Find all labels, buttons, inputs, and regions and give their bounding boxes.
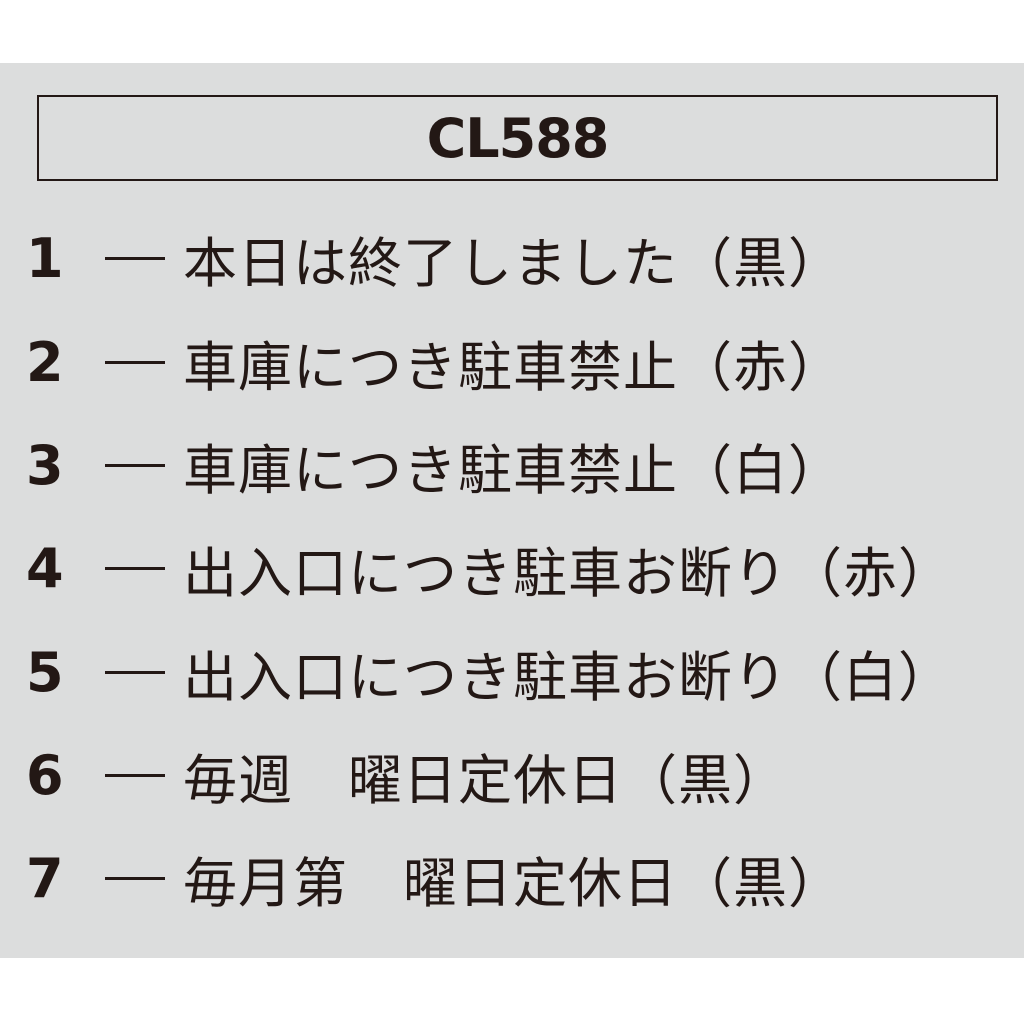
item-number: 3 — [26, 433, 64, 497]
item-text: 毎月第 曜日定休日（黒） — [183, 851, 843, 915]
dash-divider — [105, 257, 165, 260]
dash-divider — [105, 361, 165, 364]
item-number: 7 — [26, 846, 64, 910]
dash-divider — [105, 464, 165, 467]
dash-divider — [105, 671, 165, 674]
item-number: 5 — [26, 640, 64, 704]
content-panel — [0, 63, 1024, 958]
product-code-title: CL588 — [426, 106, 610, 170]
item-text: 本日は終了しました（黒） — [183, 231, 843, 295]
item-text: 車庫につき駐車禁止（白） — [183, 438, 843, 502]
item-text: 出入口につき駐車お断り（白） — [183, 645, 953, 709]
item-text: 出入口につき駐車お断り（赤） — [183, 541, 953, 605]
title-box: CL588 — [37, 95, 998, 181]
item-number: 2 — [26, 330, 64, 394]
item-number: 4 — [26, 536, 64, 600]
item-text: 車庫につき駐車禁止（赤） — [183, 335, 843, 399]
item-number: 1 — [26, 226, 64, 290]
dash-divider — [105, 877, 165, 880]
dash-divider — [105, 774, 165, 777]
item-number: 6 — [26, 743, 64, 807]
dash-divider — [105, 567, 165, 570]
item-text: 毎週 曜日定休日（黒） — [183, 748, 788, 812]
